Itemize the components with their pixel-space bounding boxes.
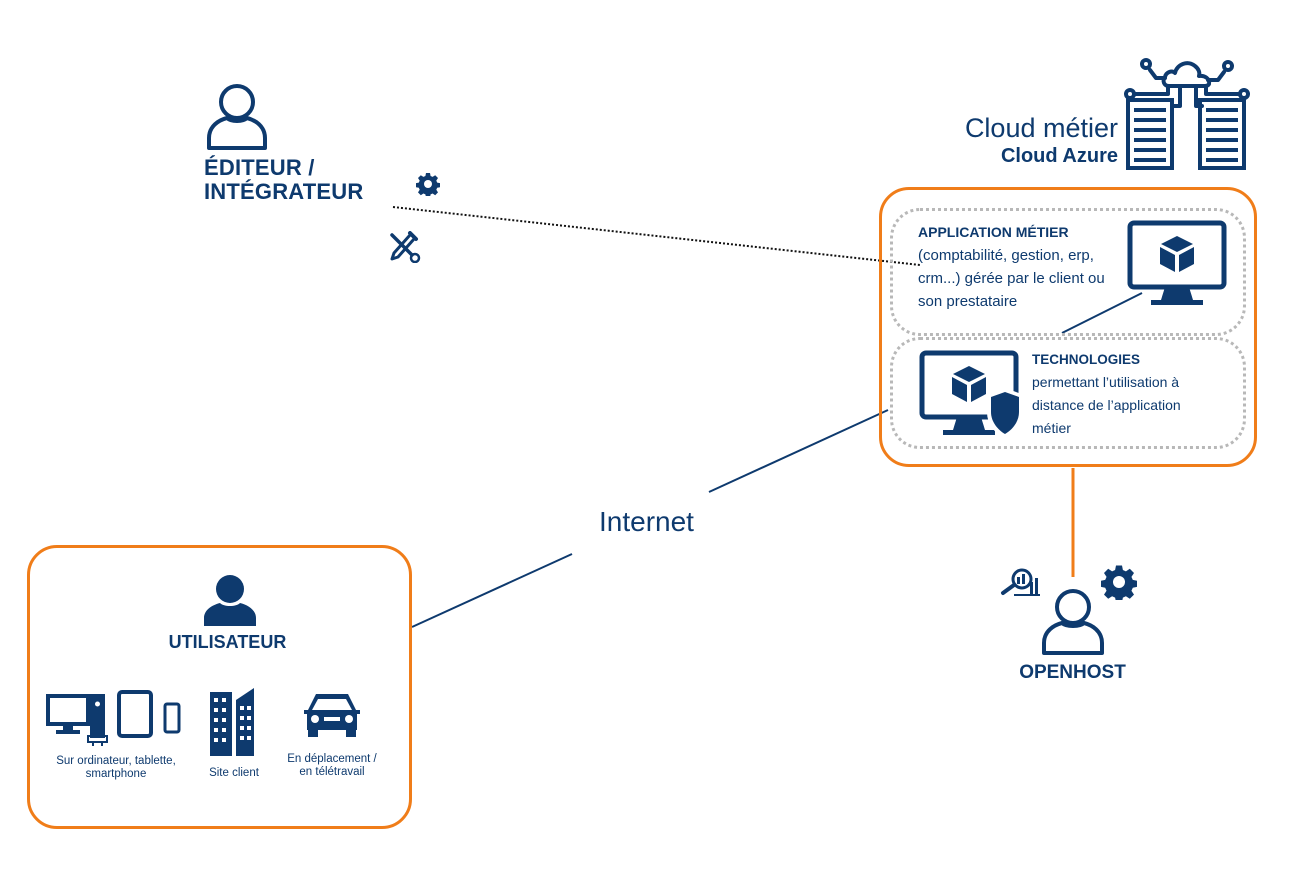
- internet-label: Internet: [599, 506, 694, 537]
- technologies-panel: [890, 337, 1246, 449]
- editeur-title-line1: ÉDITEUR /: [204, 155, 315, 180]
- monitor-shield-icon: [919, 350, 1023, 438]
- cloud-title: Cloud métier: [964, 113, 1118, 143]
- app-to-tech-connector: [1061, 292, 1143, 334]
- user-outline-icon: [207, 84, 267, 150]
- travel-caption: En déplacement / en télétravail: [282, 753, 382, 779]
- cloud-subtitle: Cloud Azure: [1000, 145, 1118, 167]
- devices-caption: Sur ordinateur, tablette, smartphone: [46, 755, 186, 781]
- monitor-cube-icon: [1127, 220, 1227, 305]
- application-text: APPLICATION MÉTIER (comptabilité, gestio…: [918, 221, 1128, 313]
- analytics-icon: [1001, 568, 1040, 596]
- desktop-tower-icon: [46, 694, 108, 746]
- technologies-line3: métier: [1032, 420, 1071, 436]
- devices-icon: [46, 690, 181, 746]
- editeur-title: ÉDITEUR / INTÉGRATEUR: [204, 156, 363, 204]
- devices-caption-line2: smartphone: [85, 768, 147, 780]
- tech-to-internet-connector: [708, 409, 889, 493]
- utilisateur-title: UTILISATEUR: [168, 632, 287, 652]
- devices-caption-line1: Sur ordinateur, tablette,: [56, 755, 176, 767]
- user-outline-icon: [1042, 589, 1104, 655]
- cloud-container: [879, 187, 1257, 467]
- application-line2: crm...) gérée par le client ou: [918, 270, 1105, 287]
- openhost-title: OPENHOST: [1019, 662, 1126, 683]
- smartphone-icon: [163, 702, 181, 734]
- buildings-icon: [210, 688, 254, 756]
- server-rack-icon: [1126, 98, 1246, 170]
- car-icon: [304, 694, 360, 737]
- site-caption: Site client: [209, 767, 259, 779]
- application-line1: (comptabilité, gestion, erp,: [918, 247, 1094, 264]
- technologies-title: TECHNOLOGIES: [1032, 352, 1141, 367]
- travel-caption-line1: En déplacement /: [287, 753, 377, 765]
- utilisateur-container: [27, 545, 412, 829]
- application-title: APPLICATION MÉTIER: [918, 224, 1069, 240]
- gear-icon: [416, 173, 440, 196]
- internet-to-user-connector: [411, 553, 573, 628]
- application-line3: son prestataire: [918, 293, 1018, 310]
- technologies-text: TECHNOLOGIES permettant l’utilisation à …: [1032, 348, 1232, 440]
- cloud-network-icon: [1124, 58, 1250, 108]
- gear-icon: [1101, 565, 1137, 600]
- user-filled-icon: [204, 575, 256, 626]
- cloud-label: Cloud métier Cloud Azure: [965, 112, 1118, 168]
- tools-icon: [390, 231, 421, 263]
- editeur-dotted-connector: [392, 206, 921, 266]
- cloud-server-icon: [1124, 58, 1250, 170]
- travel-caption-line2: en télétravail: [299, 766, 365, 778]
- tablet-icon: [117, 690, 153, 738]
- technologies-line1: permettant l’utilisation à: [1032, 374, 1180, 390]
- editeur-title-line2: INTÉGRATEUR: [204, 179, 364, 204]
- technologies-line2: distance de l’application: [1032, 397, 1181, 413]
- application-panel: [890, 208, 1246, 336]
